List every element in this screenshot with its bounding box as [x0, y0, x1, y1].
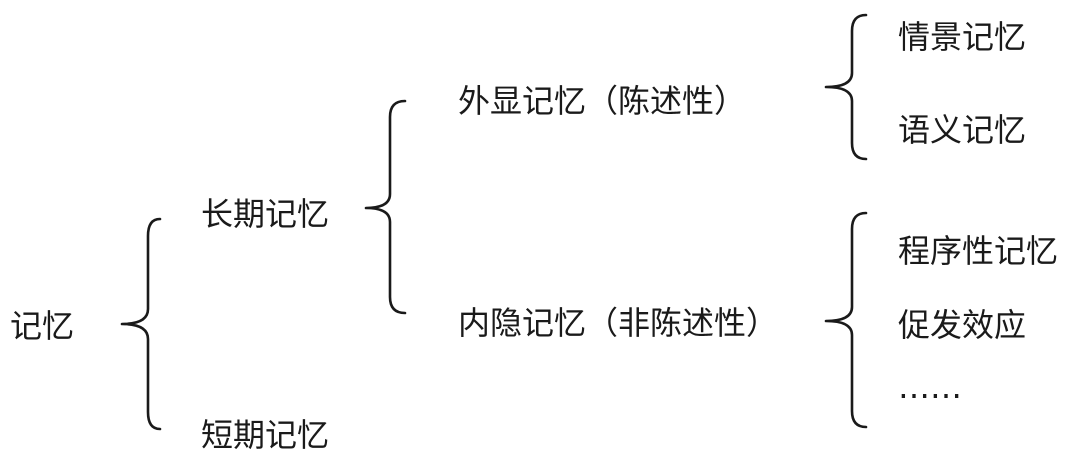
- bracket-explicit: [824, 13, 868, 161]
- node-semantic-memory: 语义记忆: [898, 111, 1026, 149]
- node-priming-effect: 促发效应: [898, 306, 1026, 344]
- node-procedural-memory: 程序性记忆: [898, 232, 1058, 270]
- node-episodic-memory: 情景记忆: [898, 18, 1026, 56]
- node-ellipsis: ……: [898, 368, 962, 406]
- node-memory: 记忆: [10, 307, 74, 345]
- node-explicit-memory: 外显记忆（陈述性）: [458, 82, 746, 120]
- bracket-root: [120, 217, 162, 431]
- bracket-implicit: [824, 211, 868, 429]
- node-long-term-memory: 长期记忆: [201, 195, 329, 233]
- node-implicit-memory: 内隐记忆（非陈述性）: [458, 304, 778, 342]
- node-short-term-memory: 短期记忆: [201, 416, 329, 454]
- bracket-long-term: [364, 99, 407, 315]
